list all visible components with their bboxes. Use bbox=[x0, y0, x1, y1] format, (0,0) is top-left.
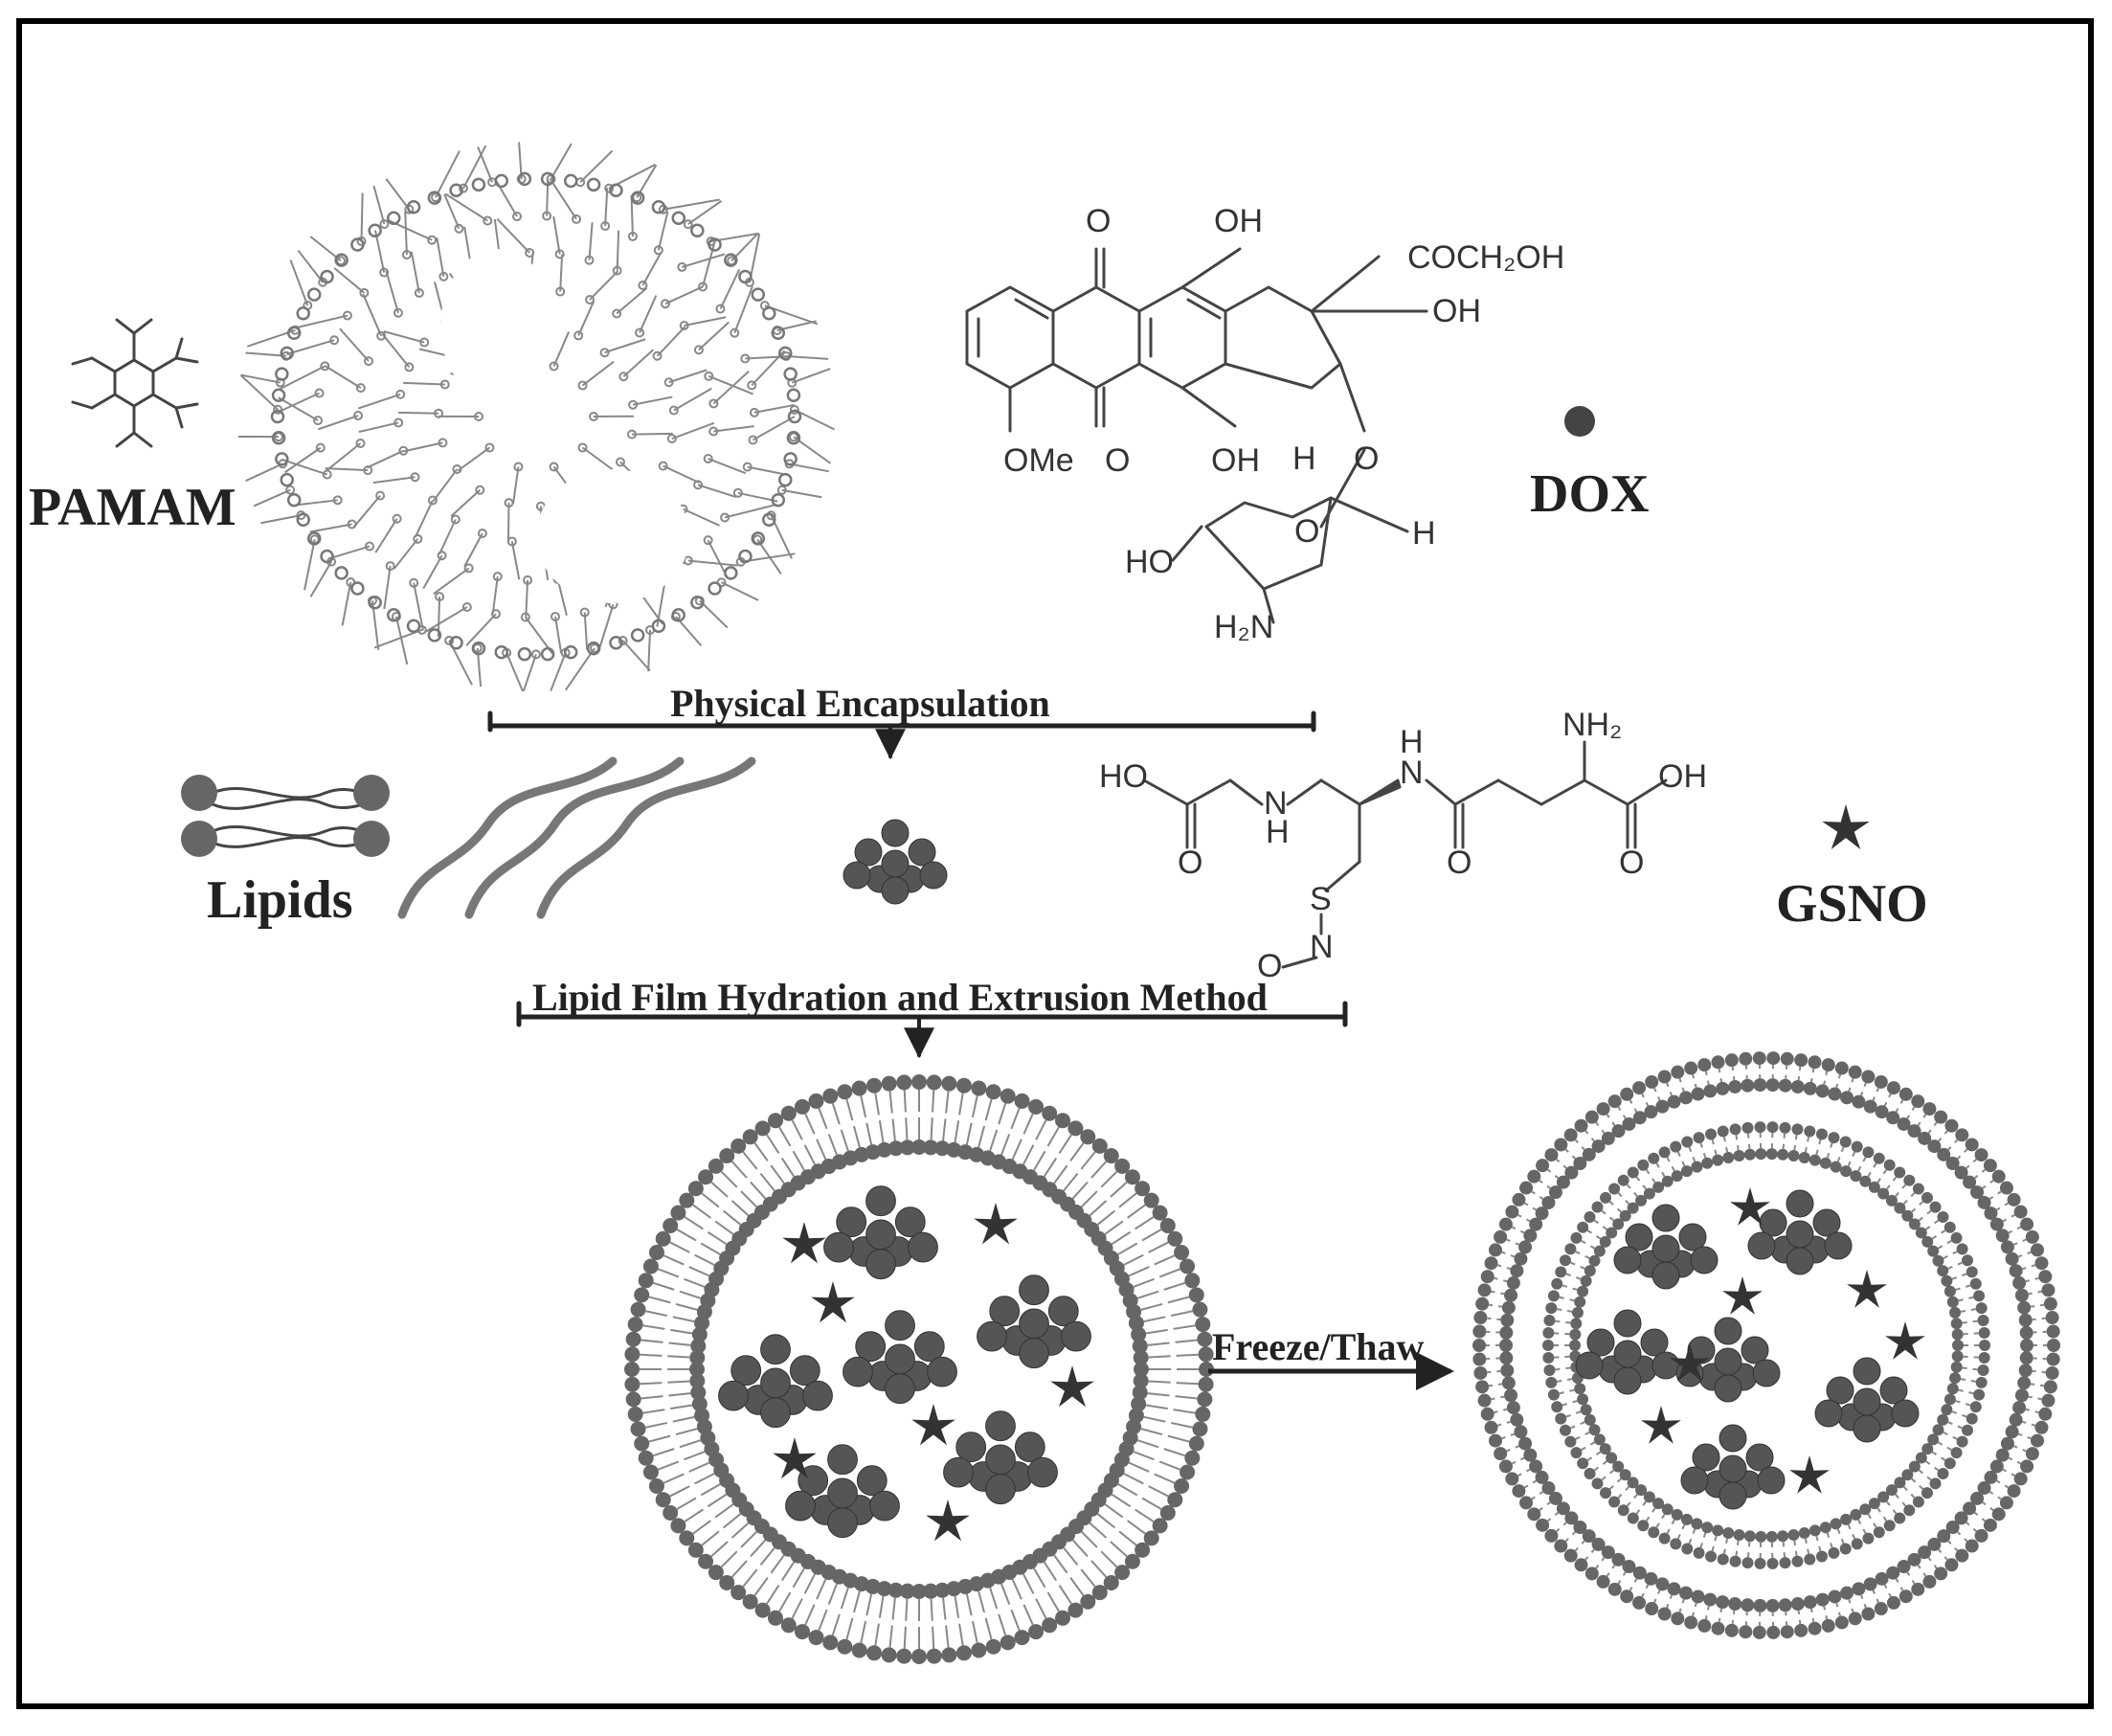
dox-atoms: O OH COCH₂OH OH OMe O OH H O HO O H H₂N bbox=[1003, 203, 1564, 645]
dox-dot-icon bbox=[1564, 406, 1595, 437]
dox-atom: OMe bbox=[1003, 442, 1074, 479]
gsno-structure bbox=[1142, 740, 1668, 969]
gsno-atom: NH₂ bbox=[1562, 707, 1622, 743]
liposome-multilamellar bbox=[1472, 1051, 2060, 1639]
dox-structure bbox=[965, 247, 1428, 624]
dox-label: DOX bbox=[1530, 464, 1649, 524]
pamam-icon bbox=[71, 318, 199, 448]
gsno-label: GSNO bbox=[1776, 874, 1928, 934]
dox-atom: OH bbox=[1211, 442, 1260, 479]
lipids-label: Lipids bbox=[207, 870, 353, 930]
dox-atom: OH bbox=[1432, 293, 1481, 329]
dox-atom: H₂N bbox=[1214, 609, 1273, 645]
dox-atom: O bbox=[1294, 513, 1319, 550]
gsno-atom: OH bbox=[1658, 758, 1707, 795]
gsno-star-icon bbox=[1822, 804, 1870, 849]
liposome-unilamellar bbox=[624, 1074, 1214, 1664]
gsno-atom: N bbox=[1264, 785, 1288, 822]
physical-encapsulation-bracket bbox=[487, 710, 1316, 760]
dox-atom: O bbox=[1105, 442, 1130, 479]
pamam-label: PAMAM bbox=[29, 478, 236, 537]
dox-atom: COCH₂OH bbox=[1407, 239, 1564, 276]
gsno-atom: O bbox=[1257, 948, 1282, 984]
dox-atom: H bbox=[1412, 515, 1436, 552]
lipid-film-bracket bbox=[516, 1001, 1348, 1059]
gsno-atom: O bbox=[1447, 845, 1472, 881]
dox-atom: O bbox=[1086, 203, 1111, 239]
gsno-atom: N bbox=[1400, 755, 1424, 791]
lipid-bilayer-icon bbox=[181, 775, 390, 857]
pamam-dendrimer bbox=[237, 142, 836, 692]
gsno-atoms: HO O N H H N O NH₂ OH O S N O bbox=[1099, 707, 1707, 984]
dox-atom: O bbox=[1354, 440, 1379, 477]
pamam-dox-complex-icon bbox=[843, 819, 948, 905]
gsno-atom: H bbox=[1266, 814, 1290, 850]
dox-atom: H bbox=[1292, 440, 1316, 477]
lipid-tails-icon bbox=[397, 756, 756, 919]
dox-atom: OH bbox=[1214, 203, 1263, 239]
gsno-atom: S bbox=[1310, 881, 1332, 917]
gsno-atom: N bbox=[1310, 929, 1334, 965]
gsno-atom: O bbox=[1619, 845, 1644, 881]
gsno-atom: HO bbox=[1099, 758, 1148, 795]
figure-frame bbox=[16, 18, 2094, 1709]
physical-encapsulation-label: Physical Encapsulation bbox=[670, 682, 1050, 725]
gsno-atom: H bbox=[1400, 724, 1424, 760]
dox-atom: HO bbox=[1125, 544, 1174, 580]
lipid-film-label: Lipid Film Hydration and Extrusion Metho… bbox=[532, 976, 1268, 1019]
gsno-atom: O bbox=[1178, 845, 1202, 881]
freeze-thaw-label: Freeze/Thaw bbox=[1212, 1325, 1425, 1368]
